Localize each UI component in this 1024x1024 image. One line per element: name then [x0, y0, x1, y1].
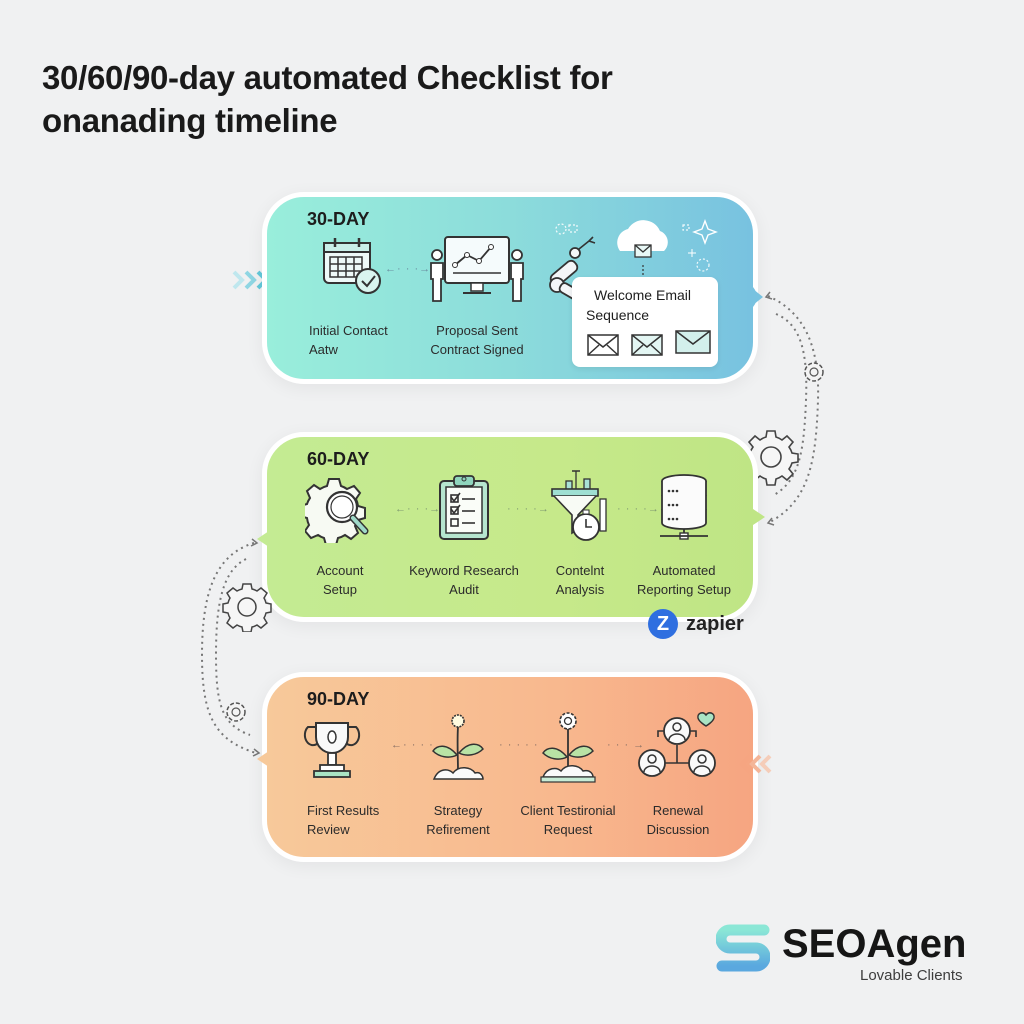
stage-label: 30-DAY — [307, 209, 370, 229]
small-gear-icon — [224, 700, 248, 724]
dotted-flow-connector-right — [760, 280, 840, 540]
brand-tagline: Lovable Clients — [860, 967, 963, 984]
dotted-arrow-connector: · · · → — [607, 739, 646, 751]
connector-notch — [753, 507, 767, 527]
page-title: 30/60/90-day automated Checklist for ona… — [42, 59, 613, 139]
dotted-arrow-connector: · · · ·→ — [507, 503, 550, 515]
large-gear-icon — [222, 582, 272, 632]
gear-magnifier-icon — [305, 477, 375, 543]
connector-notch — [753, 287, 767, 307]
clipboard-checklist-icon — [437, 473, 491, 541]
brand-logo-icon — [716, 922, 770, 976]
dotted-line-connector: · · · · · — [499, 739, 539, 751]
robot-arm-email-icon — [535, 207, 735, 317]
connector-notch — [255, 749, 269, 769]
small-gear-icon — [804, 362, 824, 382]
connector-notch — [255, 529, 269, 549]
zapier-label: zapier — [686, 612, 744, 635]
chevrons-left-icon — [738, 752, 778, 776]
dotted-arrow-connector: · · · ·→ — [617, 503, 660, 515]
dotted-arrow-connector: ←· · · · — [391, 739, 434, 751]
sprout-icon — [431, 711, 485, 783]
presentation-chart-icon — [427, 233, 527, 305]
trophy-icon — [302, 717, 362, 781]
funnel-clock-icon — [548, 467, 612, 543]
zapier-logo-icon: Z — [648, 609, 678, 639]
dotted-arrow-connector: ←· · ·→ — [385, 263, 432, 275]
calendar-check-icon — [320, 237, 384, 297]
flower-sprout-icon — [537, 711, 599, 785]
stage-30-day-panel: 30-DAY Initial Contact Aatw ←· · ·→ — [262, 192, 763, 384]
brand-name: SEOAgen — [782, 922, 967, 966]
step-label: Initial Contact Aatw — [309, 323, 388, 357]
dotted-arrow-connector: ←· · ·→ — [395, 503, 442, 515]
stage-90-day-panel: 90-DAY First Results Review ←· · · · — [257, 672, 758, 862]
envelope-icons — [586, 329, 716, 359]
stage-label: 90-DAY — [307, 689, 370, 709]
people-network-heart-icon — [636, 709, 720, 783]
zapier-badge[interactable]: Z zapier — [648, 609, 744, 639]
welcome-email-sequence-card[interactable]: Welcome Email Sequence — [572, 277, 718, 367]
step-label: First Results Review — [307, 803, 380, 837]
step-label: Proposal Sent Contract Signed — [430, 323, 524, 357]
stage-label: 60-DAY — [307, 449, 370, 469]
dotted-flow-connector-left — [194, 535, 264, 765]
database-server-icon — [658, 473, 710, 543]
